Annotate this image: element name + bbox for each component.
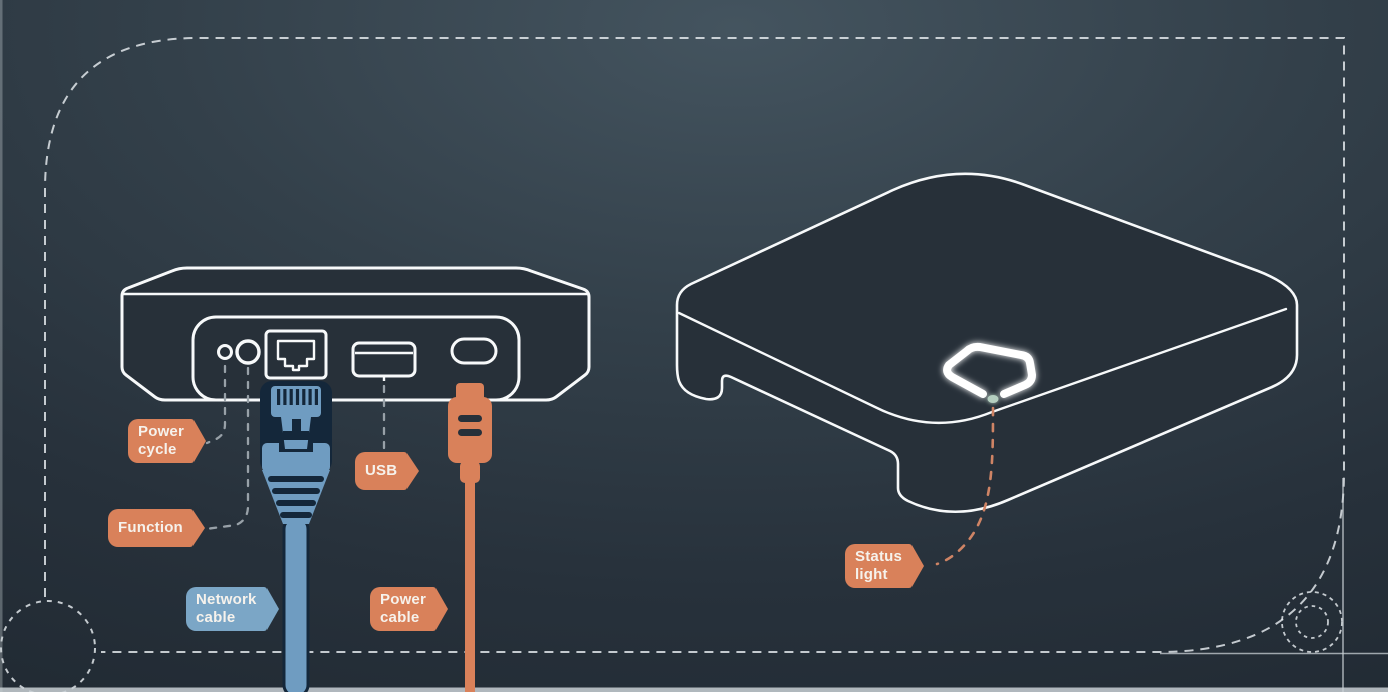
label-network-cable: Network cable	[186, 587, 267, 632]
port-panel	[191, 315, 521, 402]
bottom-edge-strip	[0, 687, 1388, 692]
label-status-light-line2: light	[855, 565, 888, 583]
usb-port	[351, 341, 417, 381]
brand-logo-icon	[943, 342, 1036, 398]
power-port	[450, 337, 498, 365]
status-light-dot	[987, 395, 999, 403]
ethernet-pins	[277, 389, 318, 405]
status-light-leader-line	[935, 406, 995, 566]
device-top-view	[675, 172, 1299, 566]
device-top-silhouette	[675, 172, 1299, 514]
dashed-frame	[0, 37, 1345, 692]
label-status-light: Status light	[845, 544, 913, 589]
corner-circle-left	[0, 600, 96, 692]
label-network-cable-line2: cable	[196, 608, 236, 626]
ethernet-ribs	[268, 476, 324, 518]
reset-pinhole-button	[217, 344, 233, 360]
label-power-cable-line2: cable	[380, 608, 420, 626]
label-power-cycle-line1: Power	[138, 423, 185, 440]
leader-lines	[204, 364, 386, 531]
label-status-light-line1: Status	[855, 548, 903, 565]
label-power-cycle: Power cycle	[128, 419, 195, 464]
function-button	[235, 339, 261, 365]
left-edge-strip	[0, 0, 3, 692]
device-top-crease	[677, 307, 1288, 424]
label-power-cable: Power cable	[370, 587, 437, 632]
page-edge-marks	[1160, 478, 1388, 692]
device-back-view	[120, 266, 591, 531]
label-function-line1: Function	[118, 519, 183, 536]
corner-circle-right-inner	[1295, 605, 1329, 639]
label-power-cable-line1: Power	[380, 591, 427, 608]
label-power-cycle-line2: cycle	[138, 440, 177, 458]
ethernet-port	[264, 329, 328, 380]
corner-circle-right-outer	[1281, 591, 1343, 653]
ethernet-cable	[260, 381, 332, 692]
label-usb-line1: USB	[365, 462, 398, 479]
label-function: Function	[108, 509, 193, 547]
device-back-silhouette	[120, 266, 591, 402]
label-network-cable-line1: Network	[196, 591, 257, 608]
power-cable-plug	[448, 383, 492, 692]
label-usb: USB	[355, 452, 408, 490]
power-cycle-leader-line	[205, 364, 227, 445]
